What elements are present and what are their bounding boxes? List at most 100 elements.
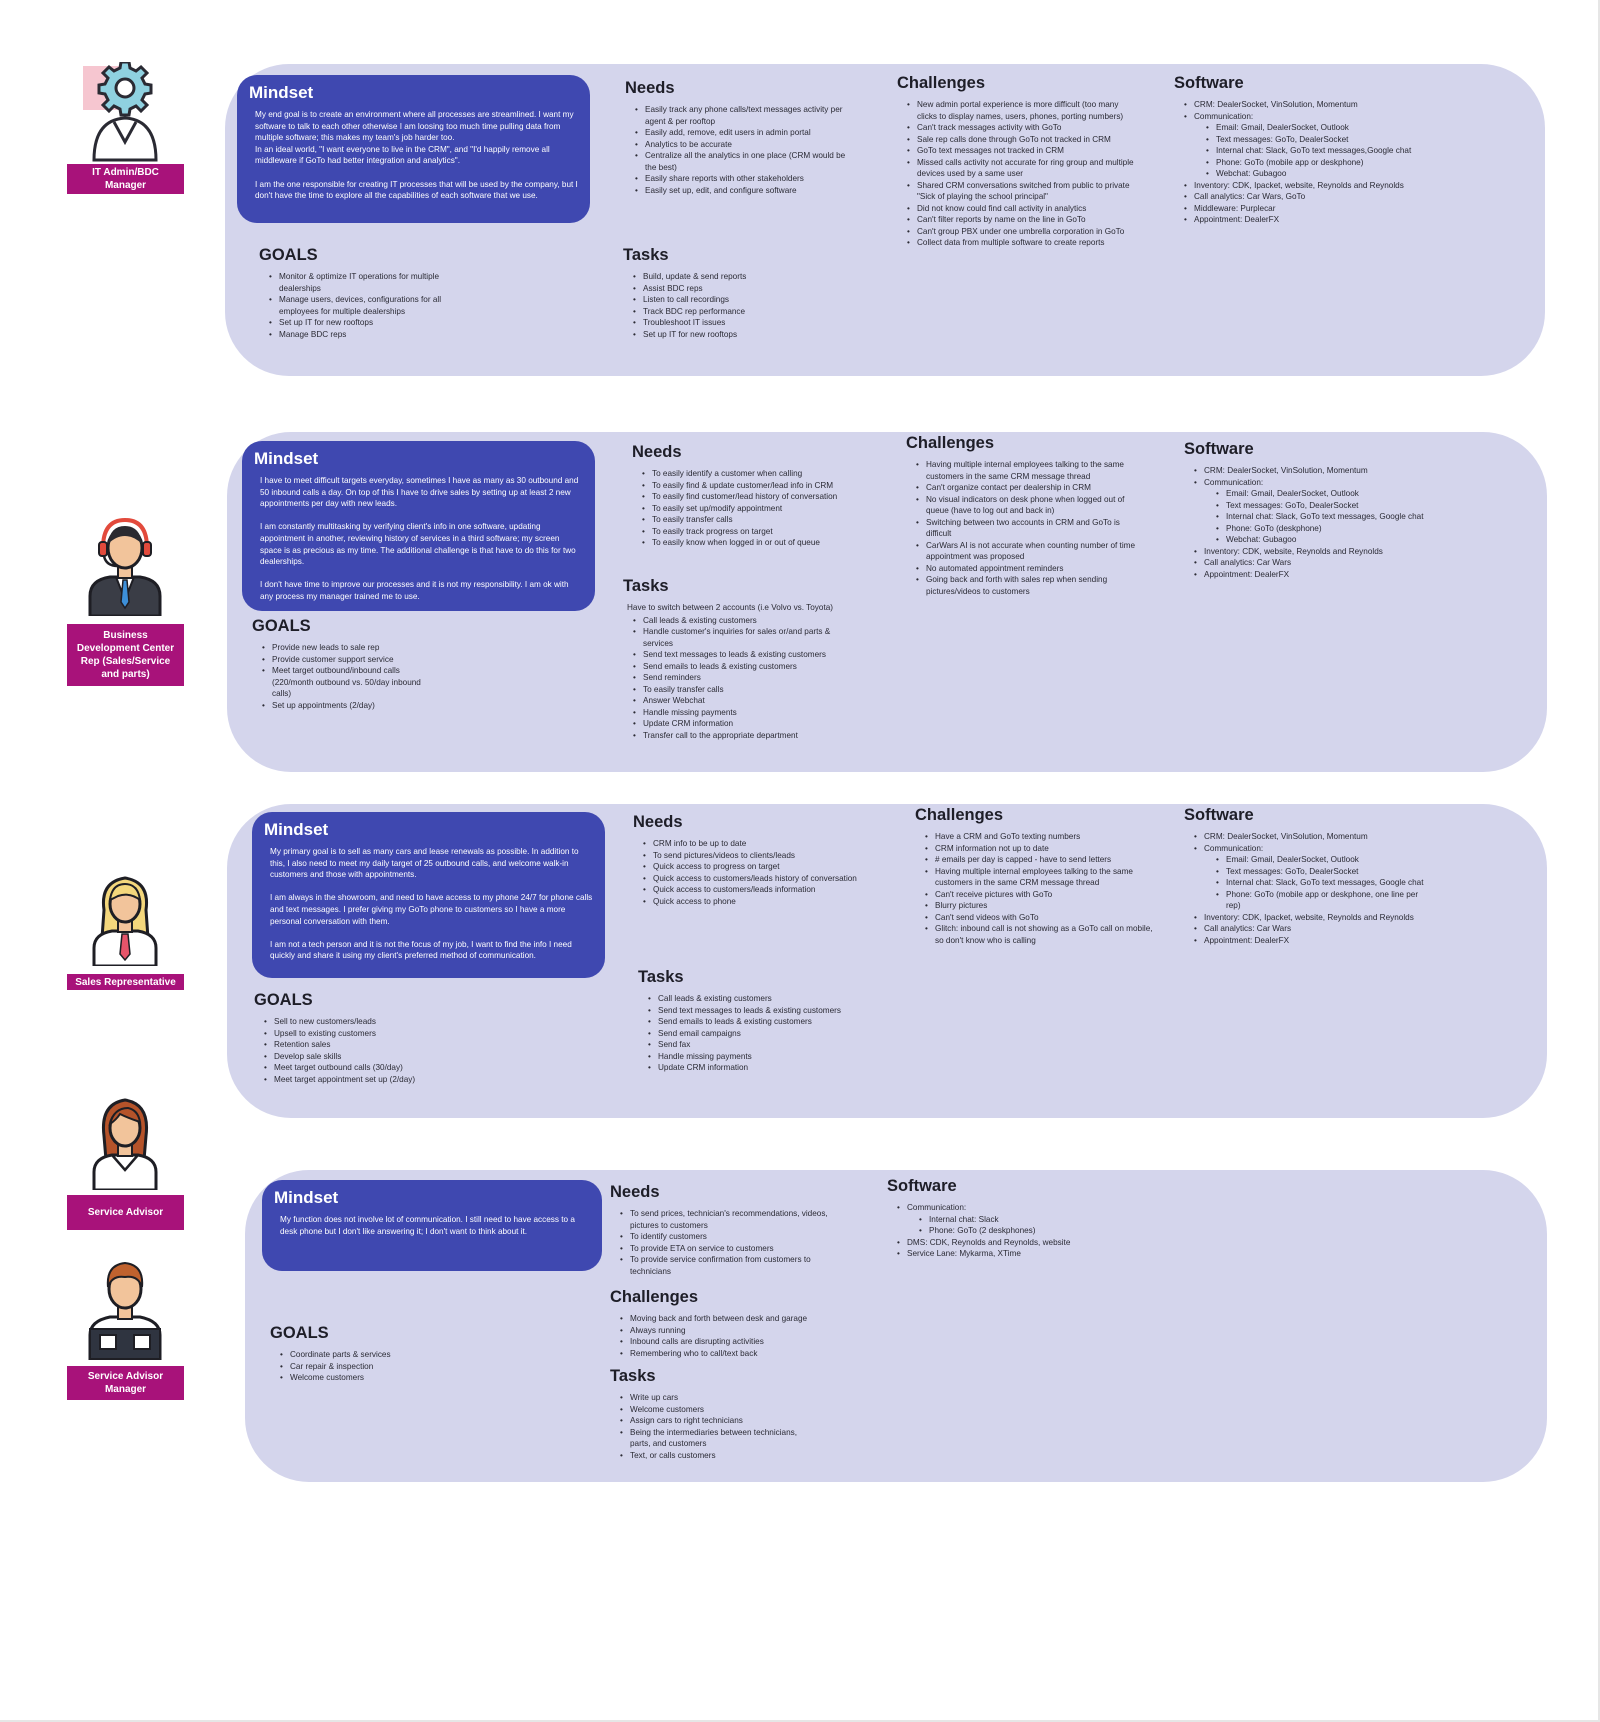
role-label: Service Advisor (67, 1195, 184, 1230)
list-item: Communication: (897, 1202, 1127, 1214)
list-item: Send fax (648, 1039, 878, 1051)
list-item: Communication: (1194, 477, 1424, 489)
software-section: Software CRM: DealerSocket, VinSolution,… (1174, 74, 1414, 226)
list-item: Handle missing payments (633, 707, 833, 719)
list-item: Have a CRM and GoTo texting numbers (925, 831, 1155, 843)
list-item: To easily transfer calls (633, 684, 833, 696)
list-item: Set up IT for new rooftops (269, 317, 444, 329)
list-item: Always running (620, 1325, 850, 1337)
list-item: Text, or calls customers (620, 1450, 810, 1462)
page-scrollbar-edge (1598, 0, 1600, 1722)
list-item: Retention sales (264, 1039, 454, 1051)
list-item: Quick access to phone (643, 896, 873, 908)
list-item: Glitch: inbound call is not showing as a… (925, 923, 1155, 946)
goals-section: GOALS Provide new leads to sale repProvi… (252, 617, 437, 711)
needs-title: Needs (632, 443, 682, 461)
sales-rep-woman-icon (82, 866, 172, 968)
role-label: Sales Representative (67, 974, 184, 990)
list-item: Remembering who to call/text back (620, 1348, 850, 1360)
list-item: Can't receive pictures with GoTo (925, 889, 1155, 901)
mindset-card: Mindset My function does not involve lot… (262, 1180, 602, 1271)
sub-list-item: Phone: GoTo (deskphone) (1216, 523, 1424, 535)
sub-list-item: Email: Gmail, DealerSocket, Outlook (1206, 122, 1414, 134)
challenges-list: Have a CRM and GoTo texting numbersCRM i… (915, 831, 1155, 946)
page-bottom-edge (0, 1720, 1600, 1722)
list-item: Call analytics: Car Wars (1194, 557, 1424, 569)
tasks-section: Tasks Call leads & existing customersSen… (638, 968, 878, 1074)
list-item: Appointment: DealerFX (1194, 569, 1424, 581)
list-item: Analytics to be accurate (635, 139, 850, 151)
mindset-card: Mindset My primary goal is to sell as ma… (252, 812, 605, 978)
software-title: Software (1174, 74, 1244, 92)
sub-list-item: Email: Gmail, DealerSocket, Outlook (1216, 854, 1424, 866)
challenges-list: Having multiple internal employees talki… (906, 459, 1146, 597)
list-item: Send emails to leads & existing customer… (648, 1016, 878, 1028)
challenges-title: Challenges (610, 1288, 699, 1306)
software-section: Software CRM: DealerSocket, VinSolution,… (1184, 806, 1424, 946)
tasks-intro: Have to switch between 2 accounts (i.e V… (627, 603, 834, 612)
list-item: Answer Webchat (633, 695, 833, 707)
list-item: Send text messages to leads & existing c… (633, 649, 833, 661)
list-item: Troubleshoot IT issues (633, 317, 848, 329)
goals-list: Coordinate parts & servicesCar repair & … (270, 1349, 470, 1384)
sub-list-item: Webchat: Gubagoo (1216, 534, 1424, 546)
mindset-text: I have to meet difficult targets everyda… (260, 476, 579, 601)
list-item: To easily track progress on target (642, 526, 872, 538)
list-item: CRM: DealerSocket, VinSolution, Momentum (1194, 831, 1424, 843)
software-title: Software (1184, 440, 1254, 458)
list-item: Communication: (1184, 111, 1414, 123)
list-item: Being the intermediaries between technic… (620, 1427, 810, 1450)
it-admin-gear-icon (80, 60, 170, 162)
list-item: Call leads & existing customers (633, 615, 833, 627)
list-item: Send text messages to leads & existing c… (648, 1005, 878, 1017)
list-item: Collect data from multiple software to c… (907, 237, 1137, 249)
list-item: CRM information not up to date (925, 843, 1155, 855)
needs-title: Needs (625, 79, 675, 97)
needs-title: Needs (610, 1183, 660, 1201)
sub-list: Email: Gmail, DealerSocket, OutlookText … (1194, 854, 1424, 912)
sub-list-item: Text messages: GoTo, DealerSocket (1216, 500, 1424, 512)
list-item: Track BDC rep performance (633, 306, 848, 318)
needs-section: Needs To easily identify a customer when… (632, 443, 872, 549)
goals-section: GOALS Monitor & optimize IT operations f… (259, 246, 444, 340)
list-item: Update CRM information (648, 1062, 878, 1074)
list-item: Middleware: Purplecar (1184, 203, 1414, 215)
list-item: Centralize all the analytics in one plac… (635, 150, 850, 173)
goals-title: GOALS (252, 617, 311, 635)
list-item: DMS: CDK, Reynolds and Reynolds, website (897, 1237, 1127, 1249)
list-item: Car repair & inspection (280, 1361, 470, 1373)
list-item: Handle missing payments (648, 1051, 878, 1063)
list-item: GoTo text messages not tracked in CRM (907, 145, 1137, 157)
goals-title: GOALS (270, 1324, 329, 1342)
challenges-title: Challenges (915, 806, 1004, 824)
list-item: Assign cars to right technicians (620, 1415, 810, 1427)
list-item: Meet target appointment set up (2/day) (264, 1074, 454, 1086)
mindset-title: Mindset (274, 1188, 339, 1207)
challenges-list: New admin portal experience is more diff… (897, 99, 1137, 249)
list-item: To send prices, technician's recommendat… (620, 1208, 835, 1231)
sub-list-item: Text messages: GoTo, DealerSocket (1216, 866, 1424, 878)
challenges-title: Challenges (906, 434, 995, 452)
list-item: Quick access to customers/leads informat… (643, 884, 873, 896)
list-item: Having multiple internal employees talki… (916, 459, 1146, 482)
role-label: Service Advisor Manager (67, 1366, 184, 1400)
list-item: Set up IT for new rooftops (633, 329, 848, 341)
list-item: # emails per day is capped - have to sen… (925, 854, 1155, 866)
list-item: Transfer call to the appropriate departm… (633, 730, 833, 742)
list-item: Send email campaigns (648, 1028, 878, 1040)
list-item: To easily identify a customer when calli… (642, 468, 872, 480)
list-item: To provide service confirmation from cus… (620, 1254, 835, 1277)
sub-list-item: Internal chat: Slack, GoTo text messages… (1206, 145, 1414, 157)
needs-list: To send prices, technician's recommendat… (610, 1208, 835, 1277)
needs-section: Needs Easily track any phone calls/text … (625, 79, 850, 196)
list-item: Appointment: DealerFX (1194, 935, 1424, 947)
list-item: Can't group PBX under one umbrella corpo… (907, 226, 1137, 238)
list-item: No automated appointment reminders (916, 563, 1146, 575)
tasks-title: Tasks (610, 1367, 656, 1385)
list-item: Service Lane: Mykarma, XTime (897, 1248, 1127, 1260)
tasks-section: Tasks Have to switch between 2 accounts … (623, 577, 833, 741)
tasks-title: Tasks (623, 577, 669, 595)
list-item: Going back and forth with sales rep when… (916, 574, 1146, 597)
list-item: CRM: DealerSocket, VinSolution, Momentum (1184, 99, 1414, 111)
tasks-title: Tasks (623, 246, 669, 264)
